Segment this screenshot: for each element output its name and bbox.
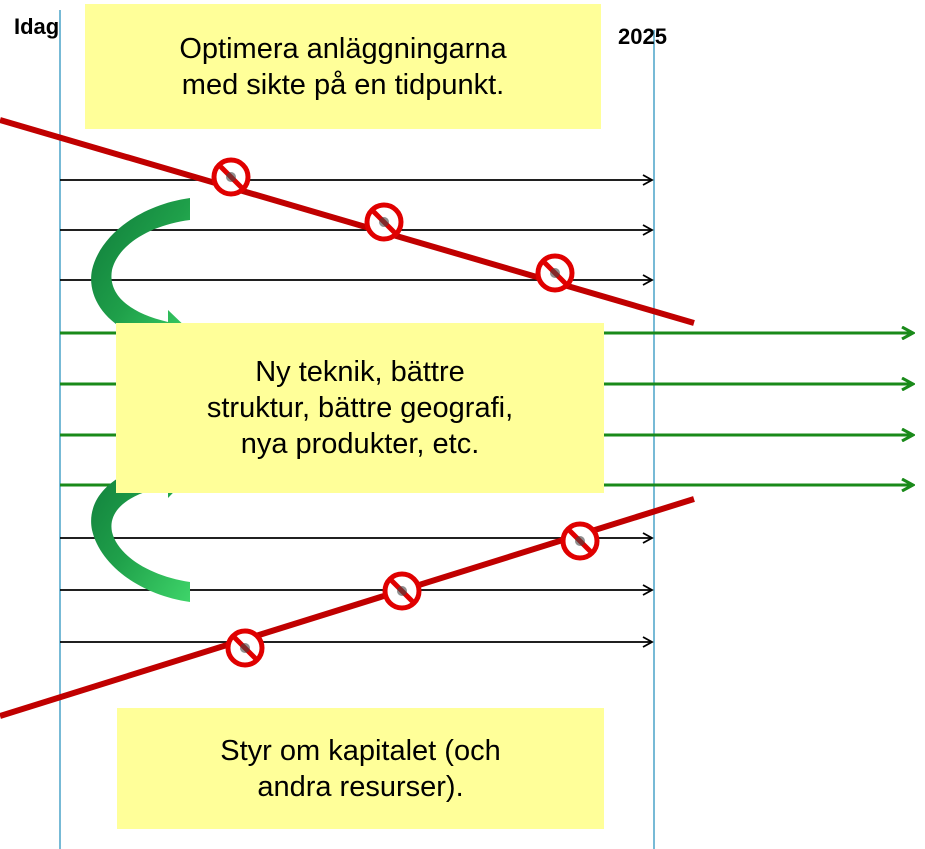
new-tech-line-1: Ny teknik, bättre	[255, 356, 465, 388]
target-year-label: 2025	[618, 24, 667, 49]
capital-box: Styr om kapitalet (och andra resurser).	[117, 708, 604, 829]
optimize-line-2: med sikte på en tidpunkt.	[181, 68, 505, 101]
no-entry-icon	[225, 628, 265, 668]
no-entry-icon	[364, 202, 404, 242]
new-tech-line-2: struktur, bättre geografi,	[206, 392, 514, 424]
new-tech-line-3: nya produkter, etc.	[240, 428, 480, 460]
capital-line-1: Styr om kapitalet (och	[220, 734, 501, 767]
optimize-line-1: Optimera anläggningarna	[179, 32, 507, 65]
new-tech-box: Ny teknik, bättre struktur, bättre geogr…	[116, 323, 604, 493]
no-entry-icon	[211, 157, 251, 197]
today-label: Idag	[14, 14, 60, 39]
capital-line-2: andra resurser).	[257, 770, 464, 803]
upper-limit-line	[0, 117, 695, 326]
no-entry-icon	[382, 571, 422, 611]
no-entry-icon	[560, 521, 600, 561]
no-entry-icon	[535, 253, 575, 293]
optimize-box: Optimera anläggningarna med sikte på en …	[85, 4, 601, 129]
curved-arrow-icon	[91, 198, 192, 360]
